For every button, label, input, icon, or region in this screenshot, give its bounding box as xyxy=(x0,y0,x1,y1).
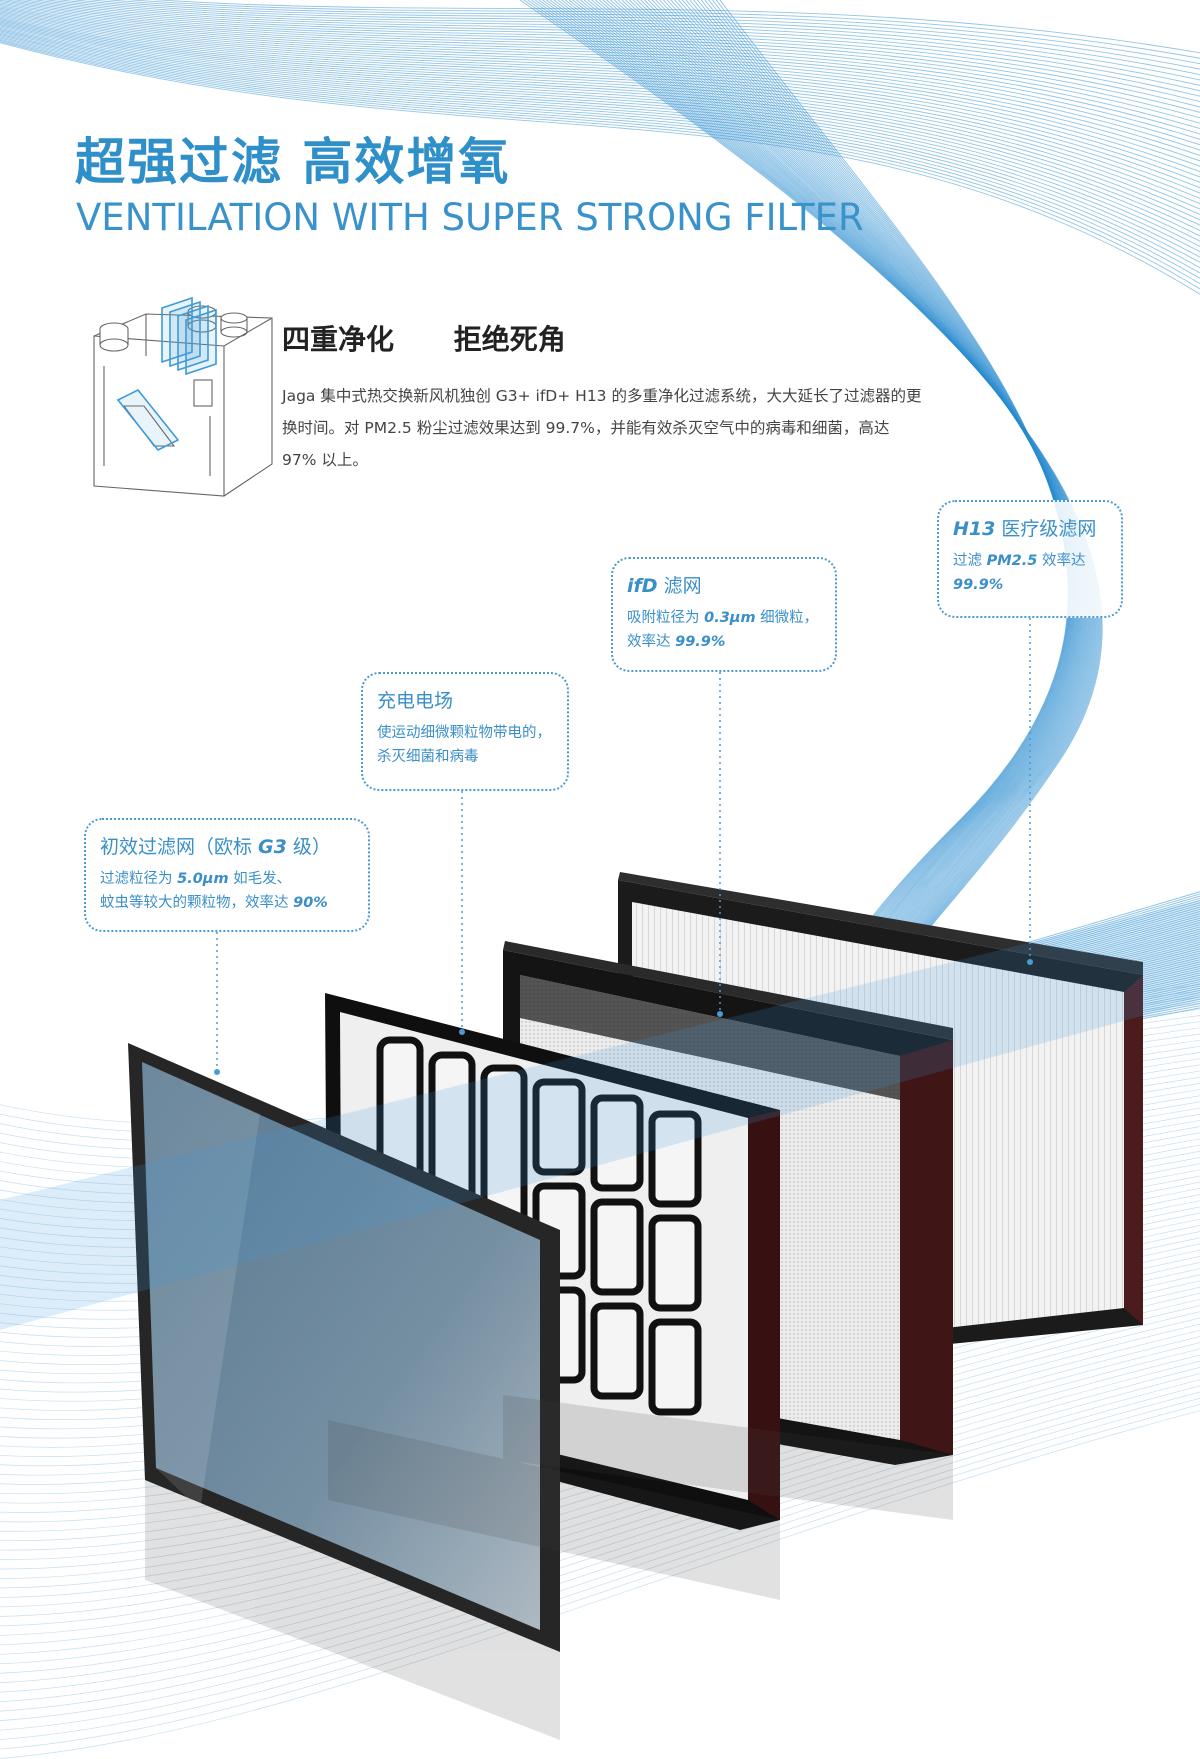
callout-h13-line2-bold: 99.9% xyxy=(953,577,1004,593)
callout-h13-title-post: 医疗级滤网 xyxy=(995,518,1097,540)
callout-g3-filter: 初效过滤网（欧标 G3 级） 过滤粒径为 5.0μm 如毛发、 蚊虫等较大的颗粒… xyxy=(84,818,370,932)
callout-g3-line1-bold: 5.0μm xyxy=(177,871,229,887)
ventilation-unit-drawing xyxy=(93,296,273,497)
callout-charge-field: 充电电场 使运动细微颗粒物带电的， 杀灭细菌和病毒 xyxy=(361,672,569,791)
callout-charge-line1: 使运动细微颗粒物带电的， xyxy=(377,725,551,741)
callout-g3-title-pre: 初效过滤网（欧标 xyxy=(100,836,259,858)
callout-h13-title-bold: H13 xyxy=(953,518,996,540)
feature-heading-left: 四重净化 xyxy=(282,323,395,356)
callout-ifd-title: ifD 滤网 xyxy=(627,571,821,598)
light-beam xyxy=(0,900,1200,1330)
callout-g3-line1-post: 如毛发、 xyxy=(228,871,292,887)
callout-g3-line2-bold: 90% xyxy=(293,895,328,911)
callout-g3-line2-pre: 蚊虫等较大的颗粒物，效率达 xyxy=(100,895,294,911)
callout-g3-title: 初效过滤网（欧标 G3 级） xyxy=(100,832,354,859)
callout-h13-line1-pre: 过滤 xyxy=(953,553,987,569)
callout-ifd-line1-bold: 0.3μm xyxy=(704,610,756,626)
feature-heading-right: 拒绝死角 xyxy=(453,323,566,356)
callout-h13-title: H13 医疗级滤网 xyxy=(953,514,1107,541)
feature-description: Jaga 集中式热交换新风机独创 G3+ ifD+ H13 的多重净化过滤系统，… xyxy=(282,387,922,469)
callout-h13-filter: H13 医疗级滤网 过滤 PM2.5 效率达 99.9% xyxy=(937,500,1123,618)
callout-ifd-filter: ifD 滤网 吸附粒径为 0.3μm 细微粒， 效率达 99.9% xyxy=(611,557,837,672)
callout-ifd-title-post: 滤网 xyxy=(657,575,702,597)
callout-ifd-line2-pre: 效率达 xyxy=(627,634,676,650)
floor-reflection xyxy=(145,1395,953,1740)
callout-g3-line1-pre: 过滤粒径为 xyxy=(100,871,178,887)
callout-g3-body: 过滤粒径为 5.0μm 如毛发、 蚊虫等较大的颗粒物，效率达 90% xyxy=(100,867,354,915)
callout-ifd-line1-pre: 吸附粒径为 xyxy=(627,610,705,626)
callout-ifd-title-bold: ifD xyxy=(627,575,658,597)
callout-ifd-line2-bold: 99.9% xyxy=(675,634,726,650)
callout-g3-title-post: 级） xyxy=(286,836,331,858)
callout-ifd-body: 吸附粒径为 0.3μm 细微粒， 效率达 99.9% xyxy=(627,606,821,654)
filter-illustration xyxy=(0,872,1200,1740)
callout-g3-title-bold: G3 xyxy=(258,836,287,858)
callout-ifd-line1-post: 细微粒， xyxy=(755,610,819,626)
g3-filter-panel xyxy=(128,1043,560,1652)
page-title-cn: 超强过滤 高效增氧 xyxy=(75,133,511,191)
callout-h13-body: 过滤 PM2.5 效率达 99.9% xyxy=(953,549,1107,597)
callout-charge-title: 充电电场 xyxy=(377,690,454,712)
callout-h13-line1-post: 效率达 xyxy=(1037,553,1086,569)
callout-charge-body: 使运动细微颗粒物带电的， 杀灭细菌和病毒 xyxy=(377,721,553,769)
callout-h13-line1-bold: PM2.5 xyxy=(986,553,1038,569)
callout-charge-line2: 杀灭细菌和病毒 xyxy=(377,749,479,765)
feature-heading: 四重净化 拒绝死角 xyxy=(282,318,566,358)
page-title-en: VENTILATION WITH SUPER STRONG FILTER xyxy=(76,196,864,239)
